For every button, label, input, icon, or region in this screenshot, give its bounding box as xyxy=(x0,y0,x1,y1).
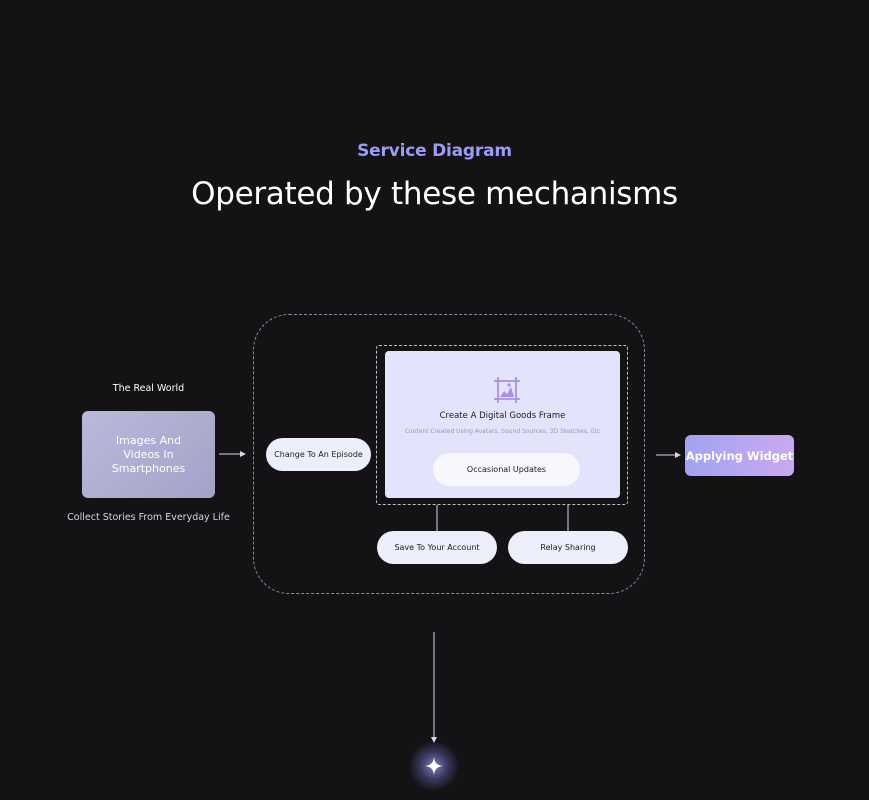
occasional-updates-pill[interactable]: Occasional Updates xyxy=(433,453,580,486)
save-account-pill[interactable]: Save To Your Account xyxy=(377,531,497,564)
page-title: Operated by these mechanisms xyxy=(191,176,678,212)
relay-sharing-pill[interactable]: Relay Sharing xyxy=(508,531,628,564)
digital-frame-icon xyxy=(494,377,520,403)
source-label: The Real World xyxy=(112,383,185,394)
source-box-text: Images And Videos In Smartphones xyxy=(111,433,186,475)
frame-subtitle: Content Created Using Avatars, Sound Sou… xyxy=(404,428,601,435)
source-box: Images And Videos In Smartphones xyxy=(82,411,215,498)
applying-widget-button[interactable]: Applying Widget xyxy=(685,435,794,476)
mechanism-container xyxy=(253,314,645,594)
frame-title: Create A Digital Goods Frame xyxy=(439,411,566,421)
sparkle-icon xyxy=(425,757,443,775)
digital-frame-container xyxy=(376,345,628,505)
change-episode-pill[interactable]: Change To An Episode xyxy=(266,438,371,471)
source-caption: Collect Stories From Everyday Life xyxy=(67,512,230,523)
section-eyebrow: Service Diagram xyxy=(357,141,512,161)
